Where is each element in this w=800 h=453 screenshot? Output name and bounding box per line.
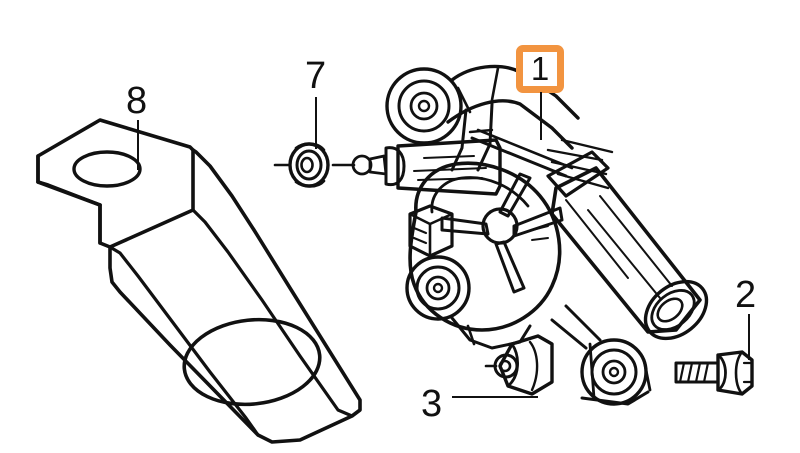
- part-hex-bolt: [674, 350, 754, 396]
- part-rubber-bushing: [273, 142, 330, 188]
- callout-badge-1[interactable]: 1: [516, 45, 564, 93]
- motor-lower-left-bushing: [405, 255, 471, 321]
- callout-leader-7: [315, 97, 317, 149]
- callout-leader-3: [452, 396, 538, 398]
- callout-leader-8: [137, 120, 139, 170]
- callout-label-3[interactable]: 3: [421, 383, 443, 425]
- callout-leader-2: [748, 314, 750, 360]
- part-rubber-grommet: [484, 334, 554, 396]
- callout-label-8[interactable]: 8: [126, 80, 148, 122]
- part-wiper-motor: [385, 64, 709, 406]
- callout-badge-1-number: 1: [530, 49, 550, 87]
- callout-leader-1: [540, 92, 542, 140]
- part-mounting-bracket: [36, 118, 362, 444]
- callout-label-2[interactable]: 2: [735, 274, 757, 316]
- motor-crank-hub: [440, 172, 564, 294]
- motor-can-body: [550, 166, 709, 341]
- part-linkage-shaft: [331, 138, 502, 196]
- motor-upper-bushing: [385, 67, 463, 145]
- callout-label-7[interactable]: 7: [305, 55, 327, 97]
